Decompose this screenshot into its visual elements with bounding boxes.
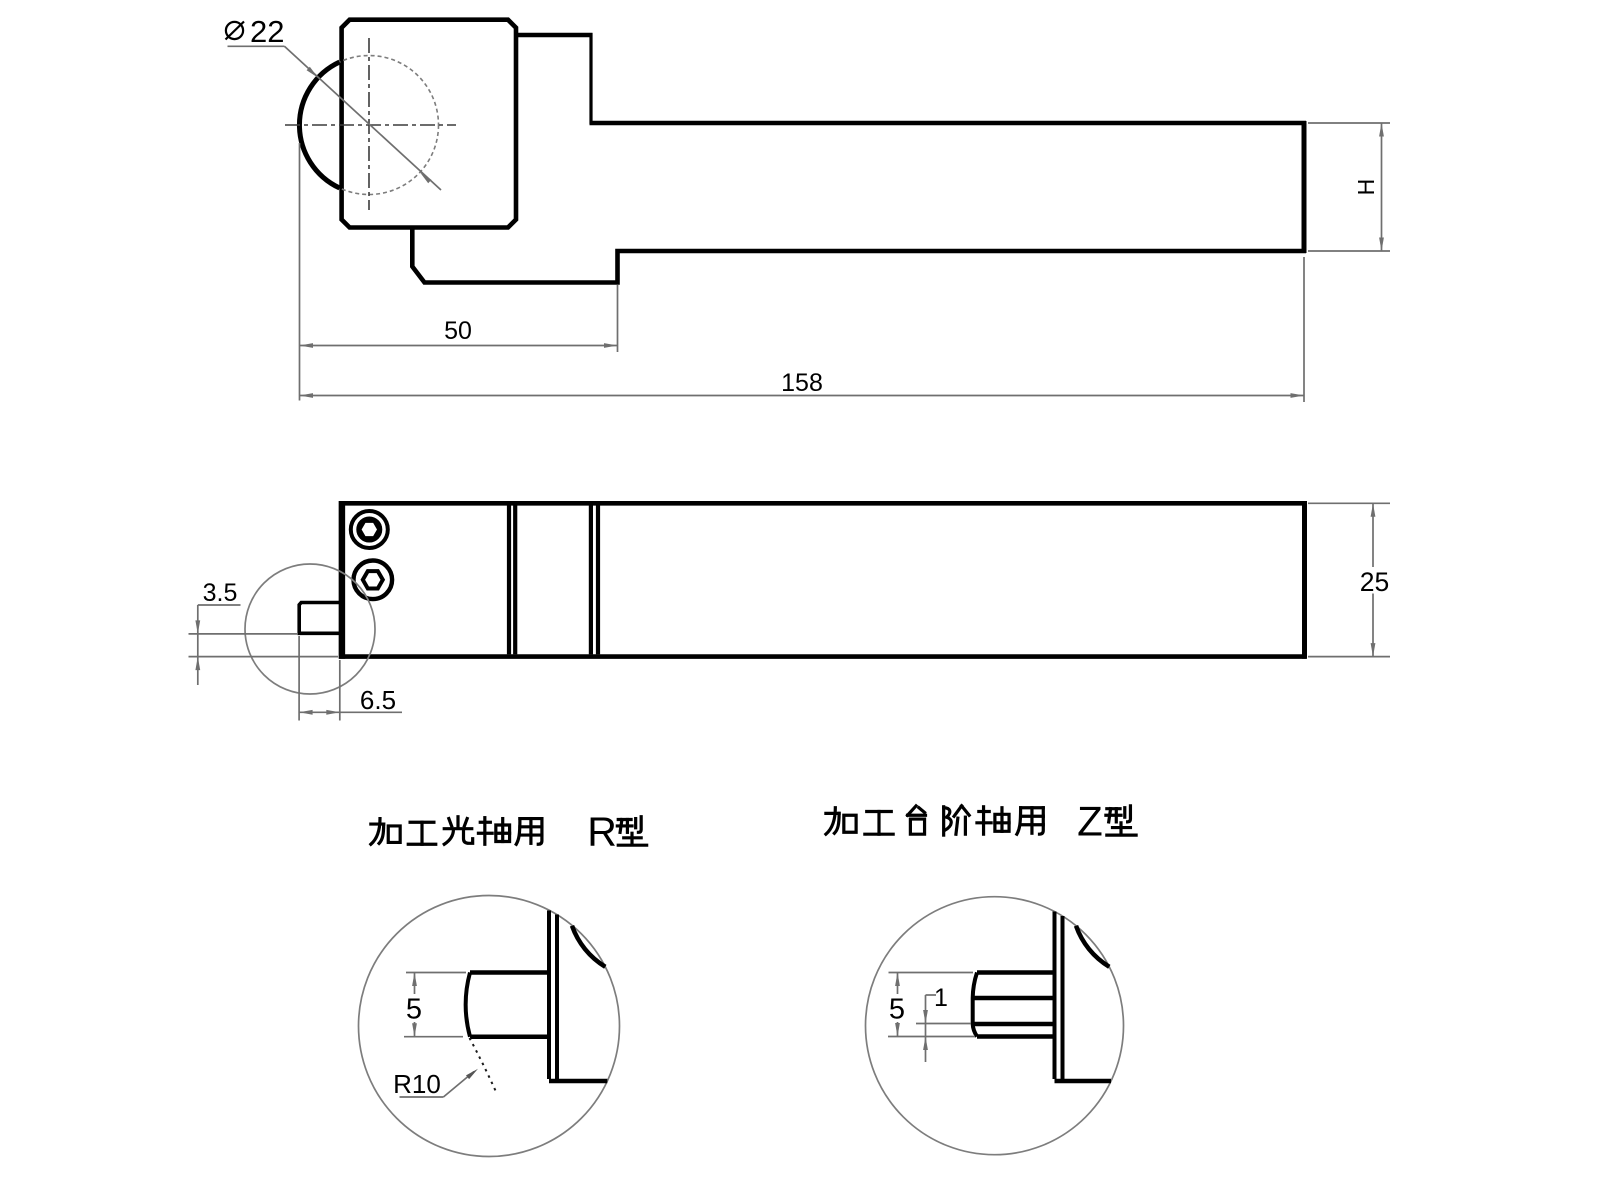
svg-text:25: 25 (1360, 567, 1389, 597)
svg-text:5: 5 (406, 994, 422, 1026)
svg-text:1: 1 (934, 984, 948, 1012)
svg-text:158: 158 (781, 369, 823, 397)
svg-text:5: 5 (889, 994, 905, 1026)
svg-text:R: R (587, 809, 617, 855)
svg-text:3.5: 3.5 (203, 579, 238, 607)
svg-text:22: 22 (250, 14, 284, 49)
svg-text:6.5: 6.5 (360, 685, 396, 715)
svg-text:R10: R10 (393, 1069, 441, 1099)
svg-text:H: H (1353, 179, 1379, 196)
svg-text:Z: Z (1077, 798, 1103, 845)
svg-text:50: 50 (444, 317, 472, 345)
